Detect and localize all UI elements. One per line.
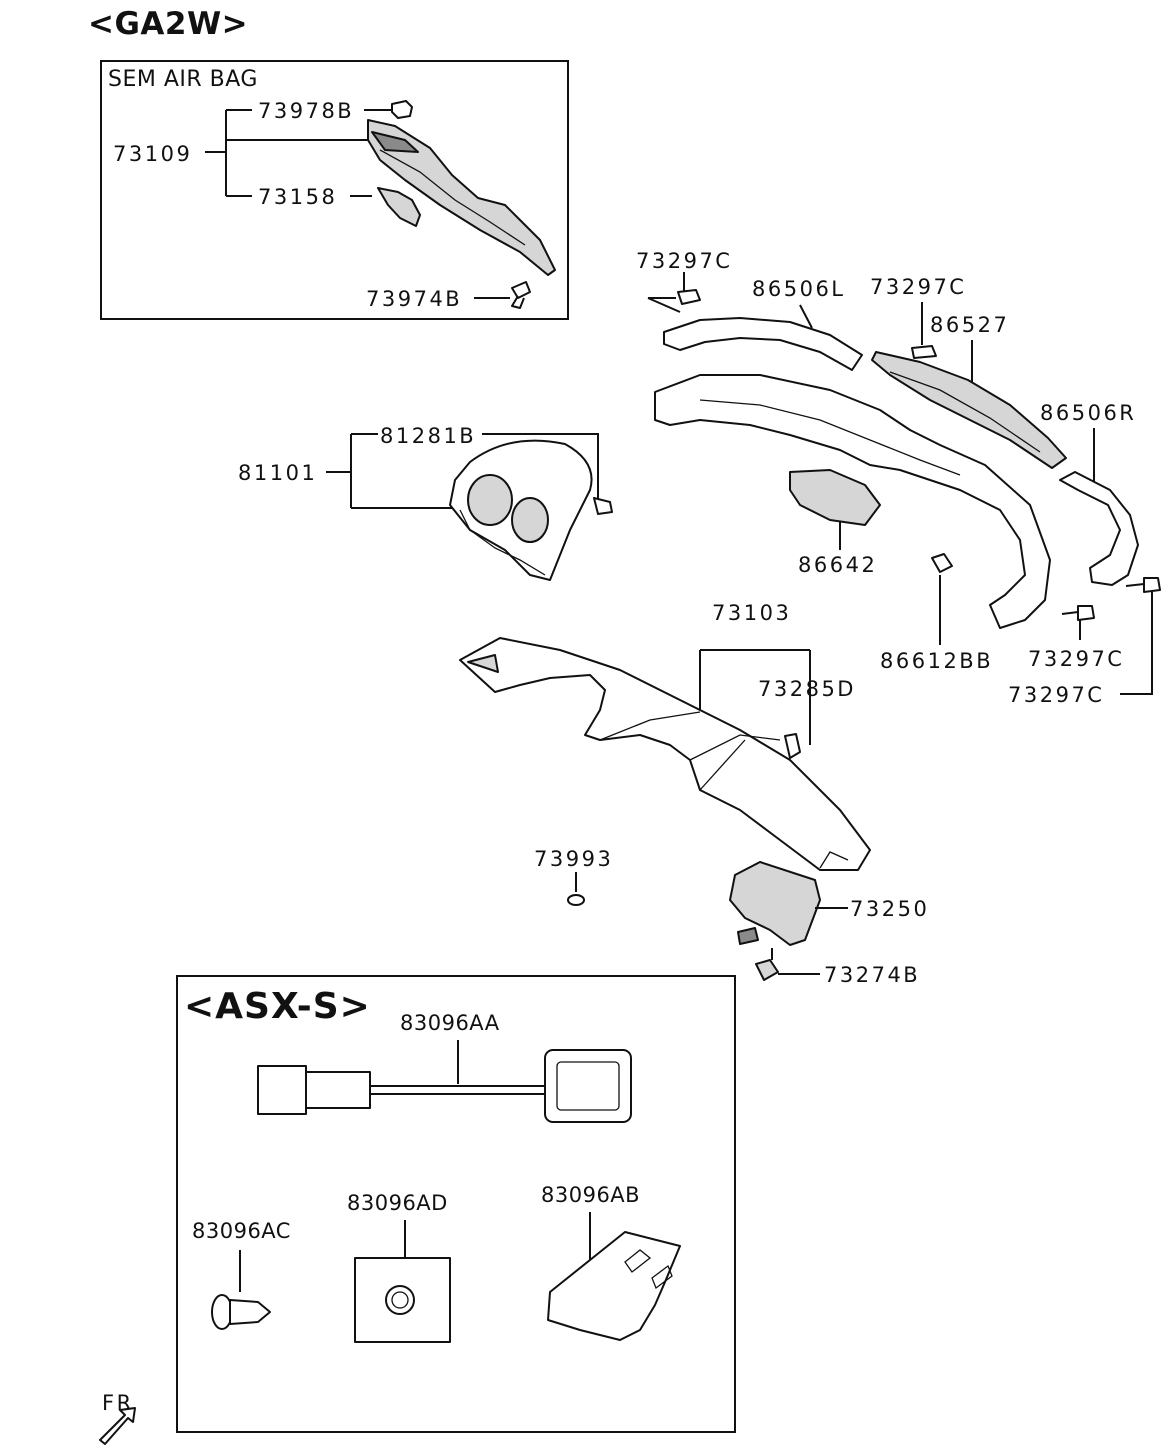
label-83096AD: 83096AD xyxy=(347,1191,448,1215)
label-81101: 81101 xyxy=(238,461,317,485)
label-86506L: 86506L xyxy=(752,277,846,301)
label-73297C-c: 73297C xyxy=(1028,647,1124,671)
connector-83096AA-a xyxy=(257,1065,307,1115)
label-83096AA: 83096AA xyxy=(400,1011,500,1035)
screw-73297C-b xyxy=(911,345,937,359)
label-86642: 86642 xyxy=(798,553,877,577)
harness-wire xyxy=(370,1085,545,1095)
bracket-81101 xyxy=(326,433,455,509)
label-73993: 73993 xyxy=(534,847,613,871)
header-asx-s: <ASX-S> xyxy=(184,986,371,1027)
label-86506R: 86506R xyxy=(1040,401,1136,425)
pad-73993 xyxy=(567,894,585,906)
screw-73297C-a xyxy=(677,289,701,305)
module-83096AA xyxy=(544,1049,632,1123)
screw-73297C-d xyxy=(1125,577,1161,593)
label-73250: 73250 xyxy=(850,897,929,921)
connector-83096AA-b xyxy=(305,1071,371,1109)
sem-air-bag-title: SEM AIR BAG xyxy=(108,67,258,92)
asx-s-box xyxy=(176,975,736,1433)
label-73158: 73158 xyxy=(258,185,337,209)
header-ga2w: <GA2W> xyxy=(88,6,248,42)
main-duct xyxy=(654,374,1051,629)
airbag-cover-73109 xyxy=(367,119,556,276)
clip-86612BB xyxy=(931,553,953,573)
bracket-73109 xyxy=(205,109,372,197)
airbag-module-73250 xyxy=(729,861,821,946)
label-73297C-a: 73297C xyxy=(636,249,732,273)
label-73103: 73103 xyxy=(712,601,791,625)
label-86612BB: 86612BB xyxy=(880,649,993,673)
center-vent-86527 xyxy=(871,351,1067,469)
duct-86506L xyxy=(663,317,863,371)
label-83096AC: 83096AC xyxy=(192,1219,291,1243)
clip-73285D xyxy=(784,733,801,759)
screw-73974B xyxy=(511,281,531,309)
label-73274B: 73274B xyxy=(824,963,920,987)
bolt-73274B xyxy=(755,959,779,981)
clip-81281B xyxy=(593,497,613,515)
fr-arrow-icon xyxy=(99,1407,136,1445)
label-73297C-b: 73297C xyxy=(870,275,966,299)
duct-86506R xyxy=(1059,471,1139,586)
label-86527: 86527 xyxy=(930,313,1009,337)
label-73285D: 73285D xyxy=(758,677,856,701)
sem-air-bag-box xyxy=(100,60,569,320)
label-81281B: 81281B xyxy=(380,424,476,448)
label-73974B: 73974B xyxy=(366,287,462,311)
panel-73158 xyxy=(377,187,421,227)
screw-73297C-c xyxy=(1061,605,1095,621)
vent-86642 xyxy=(789,469,881,526)
label-73978B: 73978B xyxy=(258,99,354,123)
instrument-panel-73103 xyxy=(459,637,871,871)
label-83096AB: 83096AB xyxy=(541,1183,640,1207)
label-73109: 73109 xyxy=(113,142,192,166)
clip-73978B xyxy=(391,100,413,119)
bracket-83096AB xyxy=(547,1231,681,1341)
label-73297C-d: 73297C xyxy=(1008,683,1104,707)
